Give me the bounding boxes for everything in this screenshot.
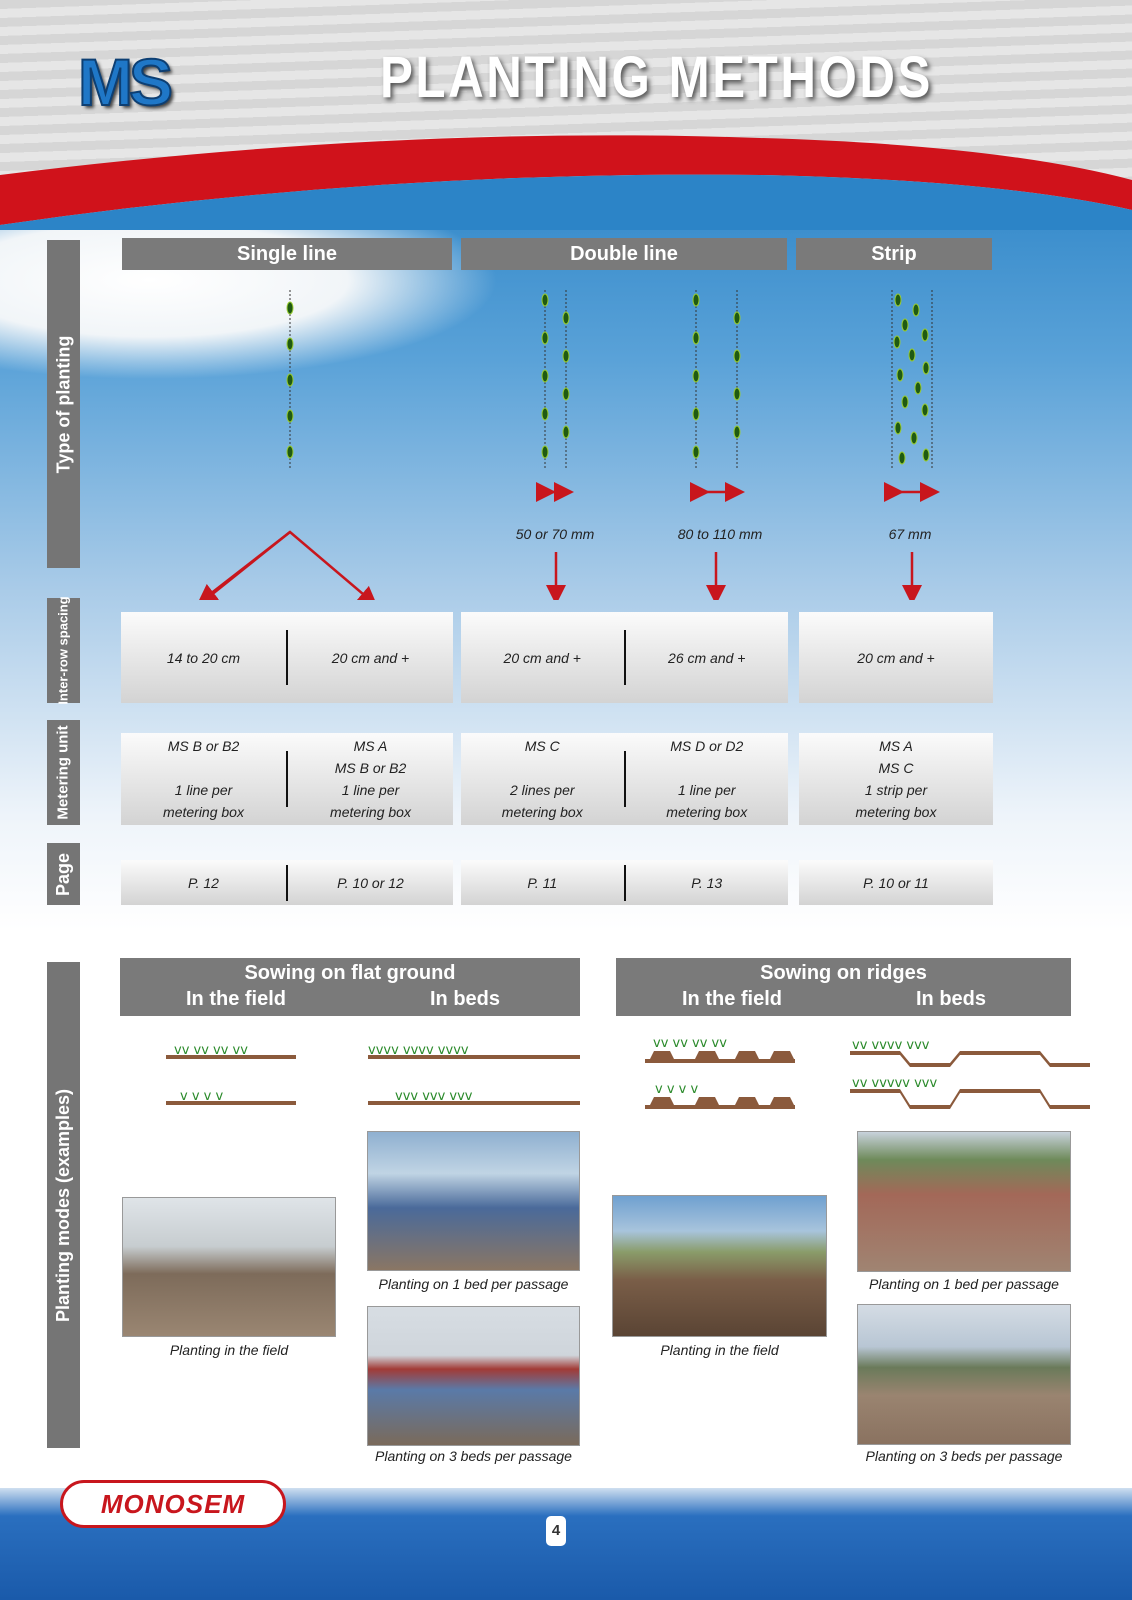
photo-ridge-bed1 bbox=[857, 1131, 1071, 1272]
svg-text:vv vv vv vv: vv vv vv vv bbox=[174, 1043, 248, 1058]
spacing-label: 80 to 110 mm bbox=[677, 526, 763, 542]
ms-logo: MS bbox=[77, 44, 174, 120]
cell: P. 11 bbox=[527, 874, 558, 891]
side-label-type: Type of planting bbox=[47, 240, 80, 568]
photo-flat-field bbox=[122, 1197, 336, 1337]
svg-text:vvvv vvvv vvvv: vvvv vvvv vvvv bbox=[368, 1043, 469, 1058]
photo-ridge-field bbox=[612, 1195, 827, 1337]
caption: Planting on 1 bed per passage bbox=[869, 1276, 1059, 1292]
photo-flat-bed1 bbox=[367, 1131, 580, 1271]
cell: P. 10 or 11 bbox=[863, 874, 929, 891]
cell: 14 to 20 cm bbox=[166, 649, 241, 666]
side-label-spacing: Inter-row spacing bbox=[47, 596, 80, 705]
column-single-line: Single line bbox=[122, 238, 452, 270]
flat-ground-header: Sowing on flat ground In the field In be… bbox=[120, 958, 580, 1016]
side-label-metering: Metering unit bbox=[47, 720, 80, 825]
cell: MS B or B2 1 line per metering box bbox=[163, 738, 244, 820]
page-number: 4 bbox=[546, 1516, 566, 1546]
caption: Planting on 3 beds per passage bbox=[865, 1448, 1063, 1464]
cell: MS D or D2 1 line per metering box bbox=[666, 738, 748, 820]
monosem-logo: MONOSEM bbox=[60, 1480, 286, 1528]
cell: P. 13 bbox=[691, 874, 723, 891]
caption: Planting in the field bbox=[660, 1342, 779, 1358]
page-strip: P. 10 or 11 bbox=[799, 860, 993, 905]
cell: 20 cm and + bbox=[503, 649, 581, 666]
page-single: P. 12 P. 10 or 12 bbox=[121, 860, 453, 905]
page-double: P. 11 P. 13 bbox=[461, 860, 788, 905]
planting-diagrams bbox=[197, 290, 940, 600]
caption: Planting on 1 bed per passage bbox=[378, 1276, 569, 1292]
column-double-line: Double line bbox=[461, 238, 787, 270]
metering-double: MS C 2 lines per metering box MS D or D2… bbox=[461, 733, 788, 825]
svg-text:vv vvvvv vvv: vv vvvvv vvv bbox=[852, 1076, 938, 1091]
spacing-label: 67 mm bbox=[888, 526, 932, 542]
ridges-header: Sowing on ridges In the field In beds bbox=[616, 958, 1071, 1016]
cell: 26 cm and + bbox=[668, 649, 746, 666]
svg-text:v v v v: v v v v bbox=[655, 1082, 698, 1097]
svg-text:vv vvvv vvv: vv vvvv vvv bbox=[852, 1038, 930, 1053]
inter-row-double: 20 cm and + 26 cm and + bbox=[461, 612, 788, 703]
inter-row-strip: 20 cm and + bbox=[799, 612, 993, 703]
red-swoosh bbox=[0, 135, 1132, 230]
sowing-profiles: vv vv vv vv v v v v vvvv vvvv vvvv vvv vvv … bbox=[166, 1036, 1090, 1109]
inter-row-single: 14 to 20 cm 20 cm and + bbox=[121, 612, 453, 703]
cell: 20 cm and + bbox=[331, 649, 410, 666]
svg-text:vvv vvv vvv: vvv vvv vvv bbox=[395, 1089, 473, 1104]
caption: Planting in the field bbox=[169, 1342, 289, 1358]
photo-ridge-bed3 bbox=[857, 1304, 1071, 1445]
cell: 20 cm and + bbox=[857, 649, 935, 666]
svg-text:v v v v: v v v v bbox=[180, 1089, 223, 1104]
column-strip: Strip bbox=[796, 238, 992, 270]
side-label-page: Page bbox=[47, 843, 80, 905]
cell: P. 12 bbox=[188, 874, 219, 891]
page-title: PLANTING METHODS bbox=[380, 45, 933, 110]
spacing-label: 50 or 70 mm bbox=[515, 526, 595, 542]
photo-flat-bed3 bbox=[367, 1306, 580, 1446]
side-label-modes: Planting modes (examples) bbox=[47, 962, 80, 1448]
cell: MS C 2 lines per metering box bbox=[501, 738, 583, 820]
cell: P. 10 or 12 bbox=[337, 874, 404, 891]
caption: Planting on 3 beds per passage bbox=[375, 1448, 572, 1464]
svg-text:vv vv vv vv: vv vv vv vv bbox=[653, 1036, 727, 1051]
